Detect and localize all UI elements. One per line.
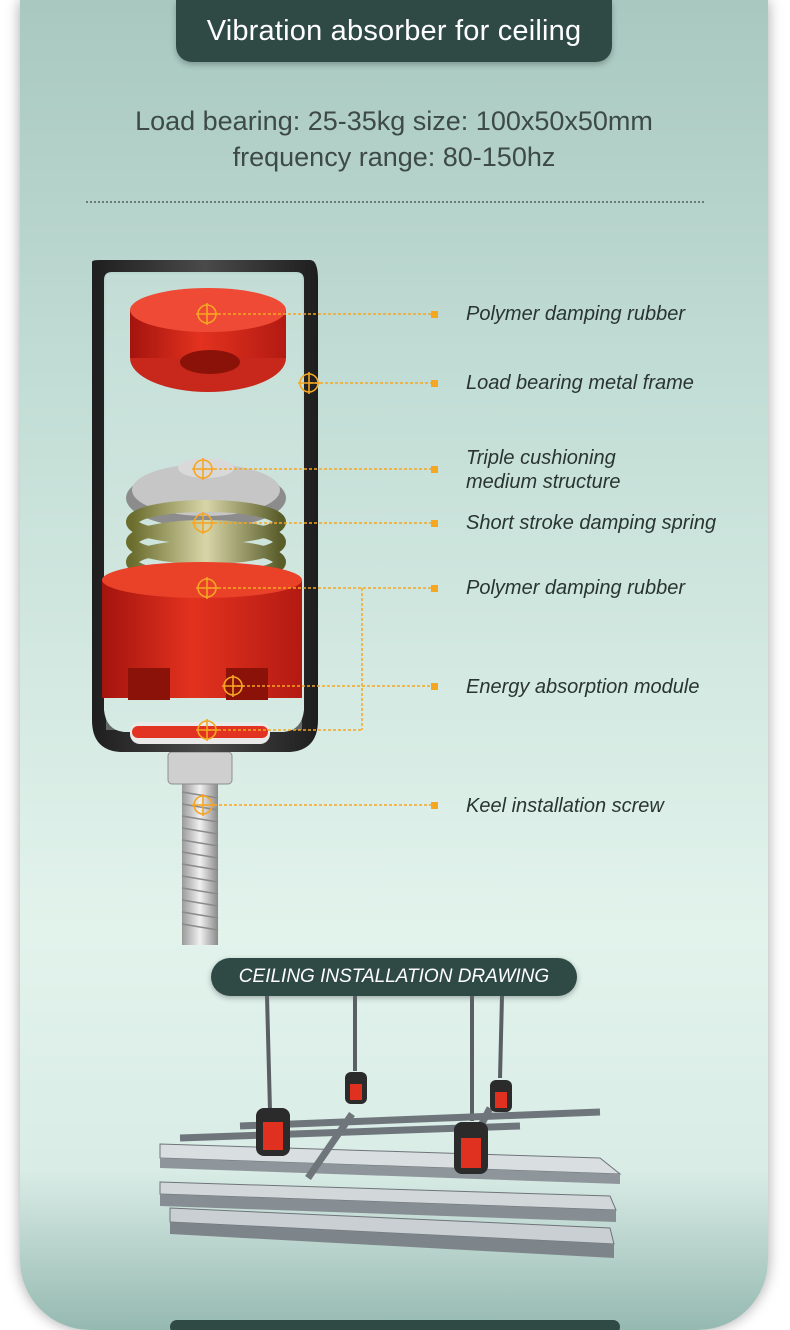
callout-metal-frame: Load bearing metal frame [466,372,694,394]
bottom-band [170,1320,620,1330]
mini-absorbers [256,1072,512,1174]
spec-line-frequency: frequency range: 80-150hz [232,142,556,172]
ceiling-installation-drawing [159,996,622,1258]
callout-lines [204,313,432,806]
hex-nut [167,751,233,785]
ceiling-panels [159,1143,622,1258]
callout-polymer-rubber-top: Polymer damping rubber [466,303,685,325]
callout-energy-module: Energy absorption module [466,676,700,698]
callout-keel-screw: Keel installation screw [466,795,664,817]
callout-markers [431,311,438,809]
product-card: Vibration absorber for ceiling Load bear… [20,0,768,1330]
callout-damping-spring: Short stroke damping spring [466,512,717,534]
dotted-divider [86,201,704,203]
target-icons [192,303,320,816]
spec-line-load-size: Load bearing: 25-35kg size: 100x50x50mm [135,106,653,136]
callout-medium-structure: medium structure [466,471,621,493]
absorber-illustration [92,260,438,945]
section-title: CEILING INSTALLATION DRAWING [211,958,577,996]
callout-triple-cushioning: Triple cushioning [466,447,616,469]
page-title: Vibration absorber for ceiling [176,0,612,62]
callout-polymer-rubber-lower: Polymer damping rubber [466,577,685,599]
